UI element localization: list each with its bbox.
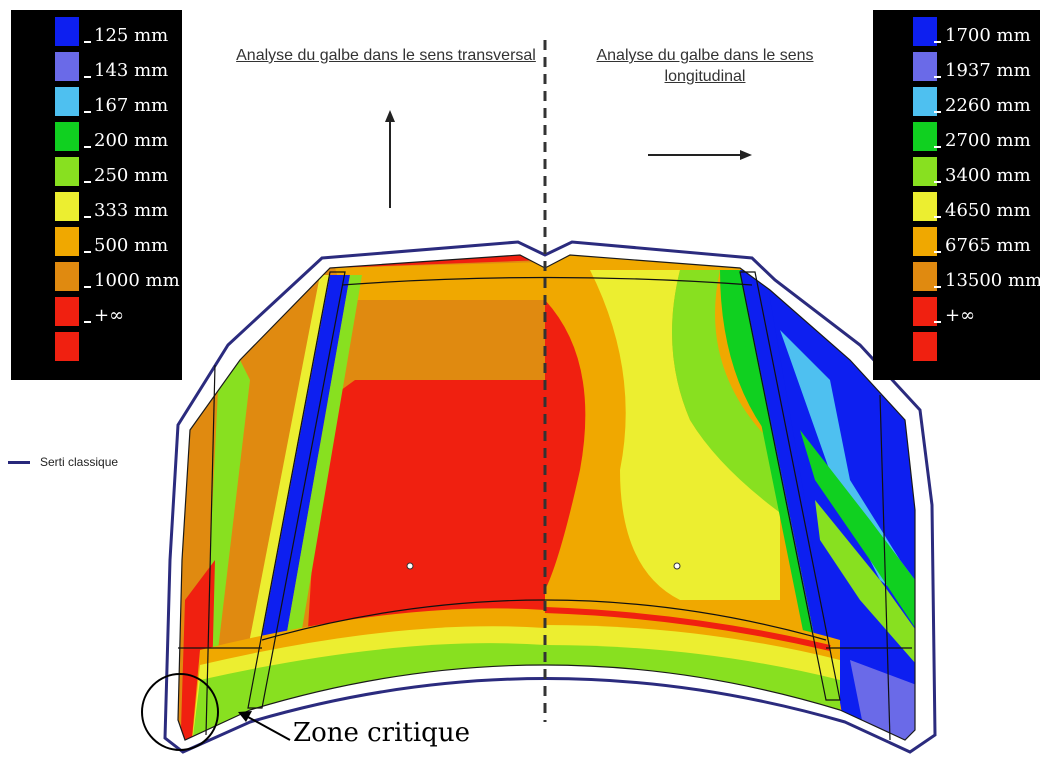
legend-swatch bbox=[913, 17, 937, 46]
legend-tick bbox=[84, 321, 91, 323]
legend-swatch bbox=[55, 297, 79, 326]
legend-tick bbox=[934, 321, 941, 323]
legend-label: 333 mm bbox=[94, 200, 169, 221]
legend-label: 2700 mm bbox=[945, 130, 1031, 151]
legend-label: 200 mm bbox=[94, 130, 169, 151]
legend-row: 3400 mm bbox=[873, 154, 1040, 189]
legend-tick bbox=[84, 286, 91, 288]
legend-label: 6765 mm bbox=[945, 235, 1031, 256]
legend-label: 167 mm bbox=[94, 95, 169, 116]
legend-row: 125 mm bbox=[11, 14, 182, 49]
legend-tick bbox=[934, 216, 941, 218]
legend-label: 13500 mm bbox=[945, 270, 1043, 291]
legend-row: 1000 mm bbox=[11, 259, 182, 294]
legend-label: +∞ bbox=[94, 305, 125, 326]
legend-swatch bbox=[913, 262, 937, 291]
legend-swatch bbox=[55, 122, 79, 151]
legend-row: +∞ bbox=[11, 294, 182, 329]
legend-swatch bbox=[55, 52, 79, 81]
transverse-arrow bbox=[385, 110, 395, 208]
legend-tick bbox=[84, 181, 91, 183]
legend-swatch bbox=[55, 192, 79, 221]
legend-row: 4650 mm bbox=[873, 189, 1040, 224]
legend-swatch bbox=[913, 297, 937, 326]
legend-label: +∞ bbox=[945, 305, 976, 326]
legend-row: 143 mm bbox=[11, 49, 182, 84]
legend-row: 1937 mm bbox=[873, 49, 1040, 84]
legend-swatch bbox=[913, 122, 937, 151]
legend-swatch bbox=[913, 227, 937, 256]
legend-tick bbox=[934, 181, 941, 183]
longitudinal-analysis-title: Analyse du galbe dans le sens longitudin… bbox=[596, 47, 814, 85]
legend-swatch bbox=[913, 332, 937, 361]
legend-label: 250 mm bbox=[94, 165, 169, 186]
legend-row: 13500 mm bbox=[873, 259, 1043, 294]
legend-swatch bbox=[55, 87, 79, 116]
legend-row: 200 mm bbox=[11, 119, 182, 154]
legend-tick bbox=[934, 251, 941, 253]
legend-swatch bbox=[913, 87, 937, 116]
legend-swatch bbox=[55, 262, 79, 291]
legend-row: 333 mm bbox=[11, 189, 182, 224]
legend-swatch bbox=[55, 157, 79, 186]
legend-tick bbox=[934, 111, 941, 113]
legend-tick bbox=[84, 111, 91, 113]
legend-label: 143 mm bbox=[94, 60, 169, 81]
legend-swatch bbox=[55, 227, 79, 256]
legend-row: 2260 mm bbox=[873, 84, 1040, 119]
legend-label: 1000 mm bbox=[94, 270, 180, 291]
legend-label: 2260 mm bbox=[945, 95, 1031, 116]
legend-swatch bbox=[913, 157, 937, 186]
transverse-analysis-title: Analyse du galbe dans le sens transversa… bbox=[236, 47, 536, 64]
legend-label: 4650 mm bbox=[945, 200, 1031, 221]
legend-tick bbox=[84, 76, 91, 78]
legend-row: 2700 mm bbox=[873, 119, 1040, 154]
legend-tick bbox=[934, 146, 941, 148]
serti-label: Serti classique bbox=[40, 455, 119, 469]
legend-tick bbox=[84, 251, 91, 253]
legend-row: 1700 mm bbox=[873, 14, 1040, 49]
legend-label: 1937 mm bbox=[945, 60, 1031, 81]
legend-swatch bbox=[913, 52, 937, 81]
legend-swatch bbox=[55, 332, 79, 361]
critical-zone-label: Zone critique bbox=[293, 718, 470, 748]
legend-row bbox=[873, 329, 1040, 364]
critical-zone-circle bbox=[141, 673, 219, 751]
longitudinal-arrow bbox=[648, 150, 752, 160]
transverse-radius-legend: 125 mm 143 mm 167 mm 200 mm 250 mm 333 mm 500 … bbox=[11, 10, 182, 380]
legend-tick bbox=[934, 76, 941, 78]
legend-swatch bbox=[55, 17, 79, 46]
hood-outer-contour bbox=[163, 240, 937, 754]
legend-label: 500 mm bbox=[94, 235, 169, 256]
legend-swatch bbox=[913, 192, 937, 221]
longitudinal-radius-legend: 1700 mm 1937 mm 2260 mm 2700 mm 3400 mm 4650 … bbox=[873, 10, 1043, 380]
legend-label: 1700 mm bbox=[945, 25, 1031, 46]
legend-row: 6765 mm bbox=[873, 224, 1040, 259]
legend-row bbox=[11, 329, 182, 364]
legend-row: +∞ bbox=[873, 294, 1040, 329]
serti-legend: Serti classique bbox=[8, 455, 118, 469]
serti-line-swatch bbox=[8, 461, 30, 465]
legend-tick bbox=[84, 41, 91, 43]
legend-tick bbox=[934, 41, 941, 43]
legend-row: 500 mm bbox=[11, 224, 182, 259]
legend-tick bbox=[934, 286, 941, 288]
legend-label: 125 mm bbox=[94, 25, 169, 46]
critical-zone-arrow bbox=[238, 711, 291, 741]
legend-row: 167 mm bbox=[11, 84, 182, 119]
legend-tick bbox=[84, 146, 91, 148]
legend-tick bbox=[84, 216, 91, 218]
legend-row: 250 mm bbox=[11, 154, 182, 189]
legend-label: 3400 mm bbox=[945, 165, 1031, 186]
